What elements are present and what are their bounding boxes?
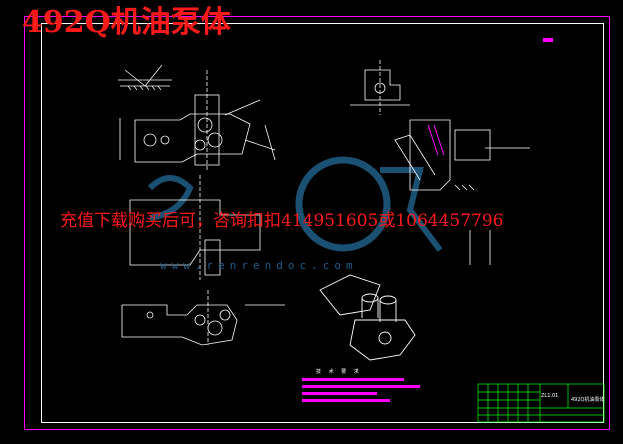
title-block-part-code: ZL1.01 (541, 393, 559, 399)
watermark-url: www.renrendoc.com (160, 259, 358, 272)
bottom-view (121, 290, 285, 346)
technical-requirements-heading: 技 术 要 求 (316, 369, 362, 375)
watermark-logo (147, 156, 443, 252)
title-block-part-name: 492Q机油泵体 (571, 397, 605, 403)
front-view (129, 175, 491, 280)
outer-border (24, 16, 610, 430)
isometric-view (319, 274, 416, 361)
watermark-text: 充值下载购买后可，咨询扣扣414951605或1064457796 (60, 211, 504, 231)
detail-view-a (350, 60, 410, 115)
top-view (119, 70, 276, 170)
corner-mark (543, 38, 553, 42)
side-section-view (394, 119, 530, 191)
tech-requirement-lines (302, 378, 420, 402)
page-title: 492Q机油泵体 (22, 5, 231, 40)
drawing-border (41, 23, 604, 423)
section-hatch (427, 124, 445, 156)
title-block (477, 383, 605, 423)
section-view-small (118, 64, 172, 91)
